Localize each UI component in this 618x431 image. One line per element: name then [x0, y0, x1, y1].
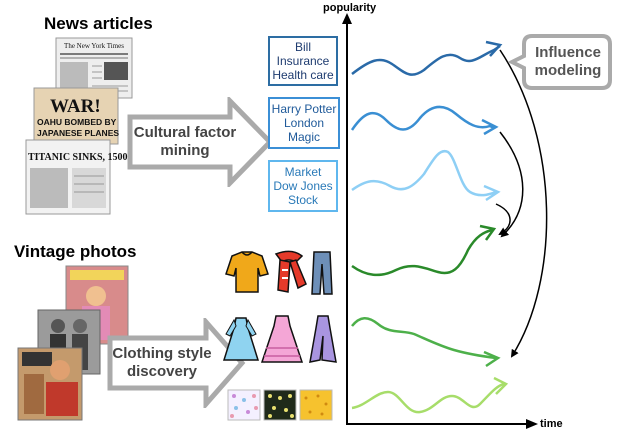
factor-harry-term1: Harry Potter: [271, 102, 337, 116]
factor-bill-term3: Health care: [272, 68, 334, 82]
factor-market-term1: Market: [284, 165, 322, 179]
influence-label-line2: modeling: [534, 62, 602, 79]
clothing-icons: [222, 250, 337, 421]
newspaper-pearl-harbor: [33, 87, 119, 145]
cultural-factor-arrow: [127, 97, 274, 187]
newspaper-war-headline: WAR!: [50, 96, 101, 117]
trend-arrowhead-2: [481, 118, 499, 136]
blue-dress-icon: [222, 317, 260, 361]
y-axis-arrowhead: [342, 13, 352, 24]
trend-curve-4: [351, 228, 493, 277]
x-axis-arrowhead: [526, 419, 538, 429]
trend-curve-1: [351, 44, 501, 76]
vintage-photos-title: Vintage photos: [14, 242, 137, 261]
cultural-factor-label-line2: mining: [160, 142, 210, 159]
purple-dress-icon: [309, 315, 337, 363]
influence-arc-3: [495, 203, 511, 235]
newspaper-collage: The New York Times WAR! OAHU BOMBED BY J…: [25, 37, 136, 215]
trend-arrowhead-4: [479, 224, 497, 241]
y-axis-label: popularity: [323, 2, 377, 14]
cultural-factor-label: Cultural factor mining: [130, 124, 240, 160]
trend-curve-3: [351, 149, 497, 197]
sweater-icon: [225, 251, 269, 293]
polka-dot-fabric-icon: [263, 389, 297, 421]
newspaper-titanic-headline: TITANIC SINKS, 1500 DIE: [28, 152, 136, 163]
trend-arrowhead-3: [483, 184, 501, 202]
factor-box-harry-potter: Harry Potter London Magic: [268, 97, 340, 149]
factor-bill-term1: Bill: [294, 40, 311, 54]
influence-modeling-label: Influence modeling: [528, 44, 608, 80]
factor-market-term3: Stock: [287, 193, 318, 207]
newspaper-nyt-masthead: The New York Times: [64, 42, 124, 50]
newspaper-oahu-headline: OAHU BOMBED BY: [37, 117, 117, 127]
newspaper-japanese-headline: JAPANESE PLANES: [37, 128, 119, 138]
factor-market-term2: Dow Jones: [273, 179, 333, 193]
trend-curve-2: [350, 105, 495, 131]
scarf-icon: [274, 250, 307, 293]
factor-box-market: Market Dow Jones Stock: [268, 160, 338, 212]
cultural-factor-label-line1: Cultural factor: [133, 124, 237, 141]
factor-box-bill: Bill Insurance Health care: [268, 36, 338, 86]
influence-arc-2: [499, 131, 524, 238]
x-axis-label: time: [540, 418, 563, 430]
influence-arc-1: [499, 49, 548, 358]
influence-callout: [507, 34, 612, 90]
factor-bill-term2: Insurance: [276, 54, 330, 68]
influence-label-line1: Influence: [535, 44, 601, 61]
clothing-style-arrow: [107, 318, 246, 408]
trend-arrowhead-1: [485, 40, 503, 57]
trend-curve-5: [351, 317, 497, 360]
pink-dress-icon: [260, 315, 304, 363]
clothing-style-label-line1: Clothing style: [112, 345, 212, 362]
yellow-fabric-icon: [299, 389, 333, 421]
trend-arrowhead-5: [483, 350, 501, 368]
clothing-style-label-line2: discovery: [126, 363, 198, 380]
trend-curve-6: [351, 382, 505, 414]
clothing-style-label: Clothing style discovery: [110, 345, 214, 381]
floral-fabric-icon: [227, 389, 261, 421]
vintage-photo-collage: [17, 265, 129, 421]
jeans-icon: [311, 251, 333, 295]
factor-harry-term3: Magic: [287, 130, 320, 144]
trend-arrowhead-6: [493, 376, 509, 395]
news-articles-title: News articles: [44, 14, 153, 33]
factor-harry-term2: London: [283, 116, 325, 130]
